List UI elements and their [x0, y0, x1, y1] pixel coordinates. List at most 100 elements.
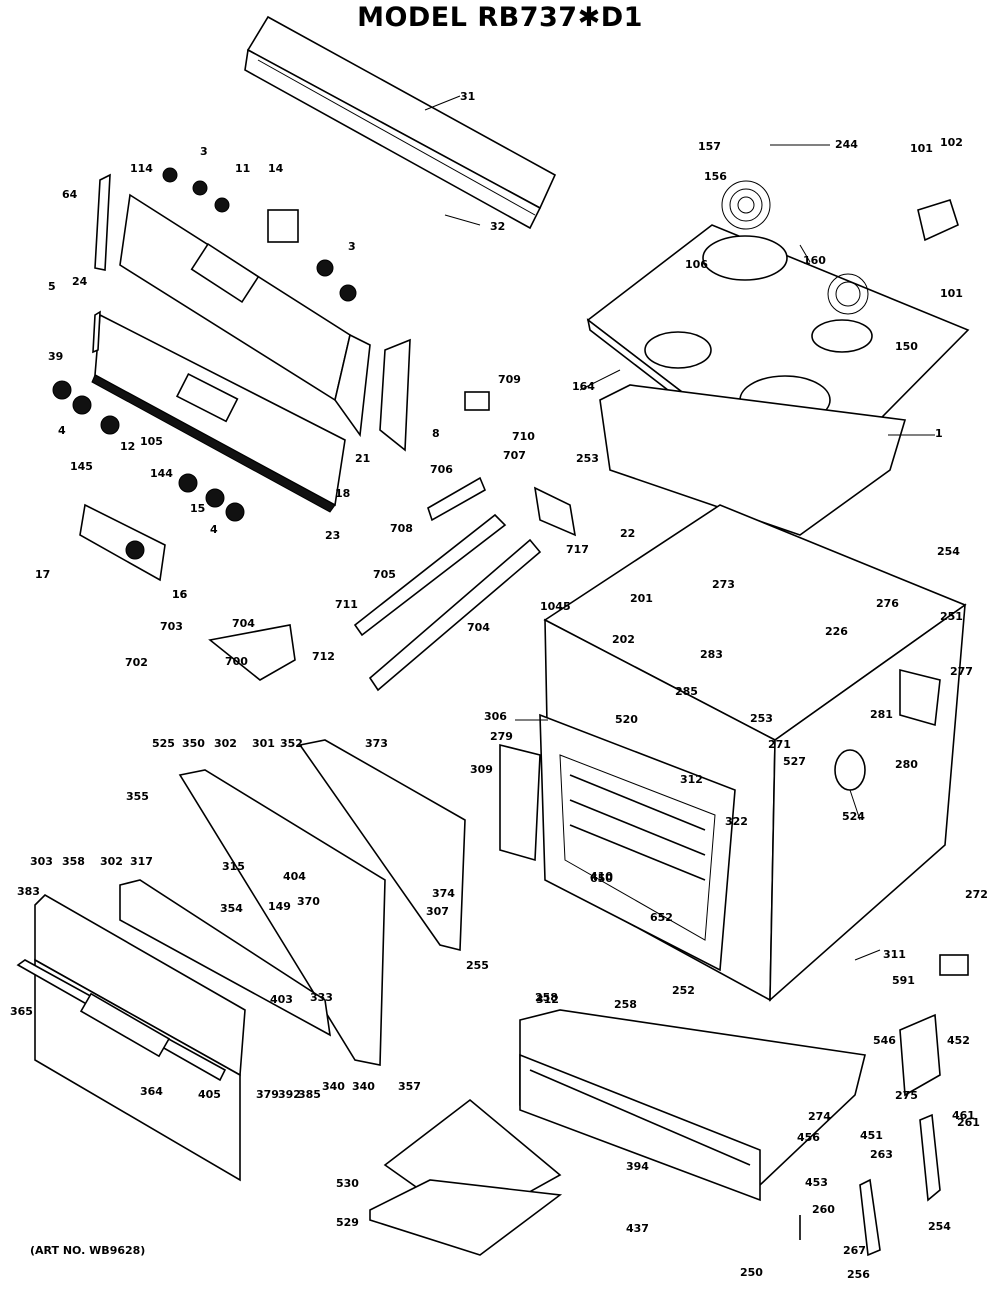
part-callout-39: 39 [48, 350, 63, 363]
part-callout-31: 31 [460, 90, 475, 103]
part-callout-704: 704 [467, 621, 490, 634]
part-callout-164: 164 [572, 380, 595, 393]
part-callout-273: 273 [712, 578, 735, 591]
part-callout-260: 260 [812, 1203, 835, 1216]
part-callout-352: 352 [280, 737, 303, 750]
part-callout-317: 317 [130, 855, 153, 868]
part-callout-106: 106 [685, 258, 708, 271]
part-callout-8: 8 [432, 427, 440, 440]
part-callout-404: 404 [283, 870, 306, 883]
part-callout-244: 244 [835, 138, 858, 151]
part-callout-520: 520 [615, 713, 638, 726]
part-callout-256: 256 [847, 1268, 870, 1281]
part-callout-311: 311 [883, 948, 906, 961]
part-callout-101: 101 [910, 142, 933, 155]
part-callout-322: 322 [725, 815, 748, 828]
part-callout-379: 379 [256, 1088, 279, 1101]
part-callout-283: 283 [700, 648, 723, 661]
part-callout-101: 101 [940, 287, 963, 300]
part-callout-302: 302 [214, 737, 237, 750]
part-callout-709: 709 [498, 373, 521, 386]
part-callout-373: 373 [365, 737, 388, 750]
part-callout-102: 102 [940, 136, 963, 149]
part-callout-358: 358 [62, 855, 85, 868]
part-callout-157: 157 [698, 140, 721, 153]
part-callout-301: 301 [252, 737, 275, 750]
part-callout-254: 254 [937, 545, 960, 558]
part-callout-708: 708 [390, 522, 413, 535]
part-callout-277: 277 [950, 665, 973, 678]
part-callout-315: 315 [222, 860, 245, 873]
part-callout-370: 370 [297, 895, 320, 908]
part-callout-437: 437 [626, 1222, 649, 1235]
part-callout-340: 340 [322, 1080, 345, 1093]
part-callout-333: 333 [310, 991, 333, 1004]
drip-pan-tray [599, 384, 907, 536]
part-callout-711: 711 [335, 598, 358, 611]
part-callout-156: 156 [704, 170, 727, 183]
part-callout-258: 258 [535, 991, 558, 1004]
switch-components [208, 209, 577, 681]
rails [353, 513, 542, 692]
part-callout-281: 281 [870, 708, 893, 721]
part-callout-357: 357 [398, 1080, 421, 1093]
part-callout-707: 707 [503, 449, 526, 462]
knobs [52, 167, 357, 522]
part-callout-452: 452 [947, 1034, 970, 1047]
part-callout-355: 355 [126, 790, 149, 803]
part-callout-251: 251 [940, 610, 963, 623]
part-callout-546: 546 [873, 1034, 896, 1047]
part-callout-456: 456 [797, 1131, 820, 1144]
clock-timer [79, 503, 166, 582]
part-callout-12: 12 [120, 440, 135, 453]
part-callout-527: 527 [783, 755, 806, 768]
part-callout-385: 385 [298, 1088, 321, 1101]
part-callout-712: 712 [312, 650, 335, 663]
part-callout-1045: 1045 [540, 600, 571, 613]
part-callout-340: 340 [352, 1080, 375, 1093]
part-callout-15: 15 [190, 502, 205, 515]
part-callout-16: 16 [172, 588, 188, 601]
backsplash-panel [119, 193, 371, 438]
part-callout-700: 700 [225, 655, 248, 668]
part-callout-64: 64 [62, 188, 78, 201]
part-callout-276: 276 [876, 597, 899, 610]
part-callout-253: 253 [750, 712, 773, 725]
part-callout-280: 280 [895, 758, 918, 771]
part-callout-704: 704 [232, 617, 255, 630]
part-callout-23: 23 [325, 529, 340, 542]
part-callout-105: 105 [140, 435, 163, 448]
part-callout-374: 374 [432, 887, 455, 900]
part-callout-453: 453 [805, 1176, 828, 1189]
broiler-pan [369, 1098, 563, 1256]
part-callout-365: 365 [10, 1005, 33, 1018]
part-callout-303: 303 [30, 855, 53, 868]
control-panel-front [91, 313, 346, 513]
oven-door-assembly [16, 739, 466, 1182]
part-callout-706: 706 [430, 463, 453, 476]
part-callout-22: 22 [620, 527, 635, 540]
side-trims [92, 173, 411, 452]
part-callout-710: 710 [512, 430, 535, 443]
part-callout-307: 307 [426, 905, 449, 918]
part-callout-17: 17 [35, 568, 50, 581]
part-callout-160: 160 [803, 254, 826, 267]
part-callout-226: 226 [825, 625, 848, 638]
part-callout-530: 530 [336, 1177, 359, 1190]
top-trim-strip [244, 15, 557, 230]
part-callout-202: 202 [612, 633, 635, 646]
part-callout-524: 524 [842, 810, 865, 823]
part-callout-258: 258 [614, 998, 637, 1011]
part-callout-312: 312 [680, 773, 703, 786]
part-callout-5: 5 [48, 280, 56, 293]
part-callout-702: 702 [125, 656, 148, 669]
part-callout-252: 252 [672, 984, 695, 997]
part-callout-261: 261 [957, 1116, 980, 1129]
part-callout-451: 451 [860, 1129, 883, 1142]
part-callout-354: 354 [220, 902, 243, 915]
part-callout-11: 11 [235, 162, 250, 175]
brackets [799, 954, 969, 1257]
part-callout-285: 285 [675, 685, 698, 698]
part-callout-3: 3 [348, 240, 356, 253]
